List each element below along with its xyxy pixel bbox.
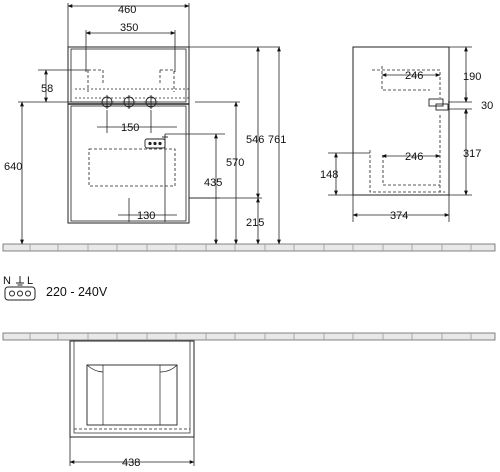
front-view-cabinet (67, 46, 190, 224)
dim-30: 30 (481, 100, 493, 112)
dim-246-top: 246 (405, 70, 423, 82)
dim-761: 761 (268, 134, 286, 146)
dim-438: 438 (122, 457, 140, 467)
dim-546: 546 (246, 134, 264, 146)
dim-460: 460 (118, 4, 136, 16)
dim-570: 570 (226, 157, 244, 169)
dim-246-bottom: 246 (405, 151, 423, 163)
side-view-cabinet (352, 46, 450, 196)
dim-640: 640 (4, 161, 22, 173)
neutral-label: N (3, 275, 11, 287)
front-dimension-lines (18, 3, 281, 245)
dim-350: 350 (120, 22, 138, 34)
wall-band-bottom (2, 332, 496, 341)
pipe-markers (100, 95, 168, 140)
side-dimension-lines (328, 46, 472, 222)
bottom-dimension-lines (69, 437, 195, 466)
floor-band-top (2, 243, 496, 252)
dim-148: 148 (320, 169, 338, 181)
voltage-label: 220 - 240V (46, 285, 108, 299)
socket-icon (144, 138, 166, 149)
dim-150: 150 (121, 122, 139, 134)
live-label: L (27, 275, 33, 287)
dim-190: 190 (463, 71, 481, 83)
electrical-connector-icon (4, 276, 36, 301)
dim-374: 374 (390, 210, 408, 222)
dim-58: 58 (41, 83, 53, 95)
dim-130: 130 (137, 210, 155, 222)
bottom-view-cabinet (69, 340, 195, 438)
dim-317: 317 (463, 148, 481, 160)
dim-435: 435 (204, 177, 222, 189)
dim-215: 215 (246, 217, 264, 229)
